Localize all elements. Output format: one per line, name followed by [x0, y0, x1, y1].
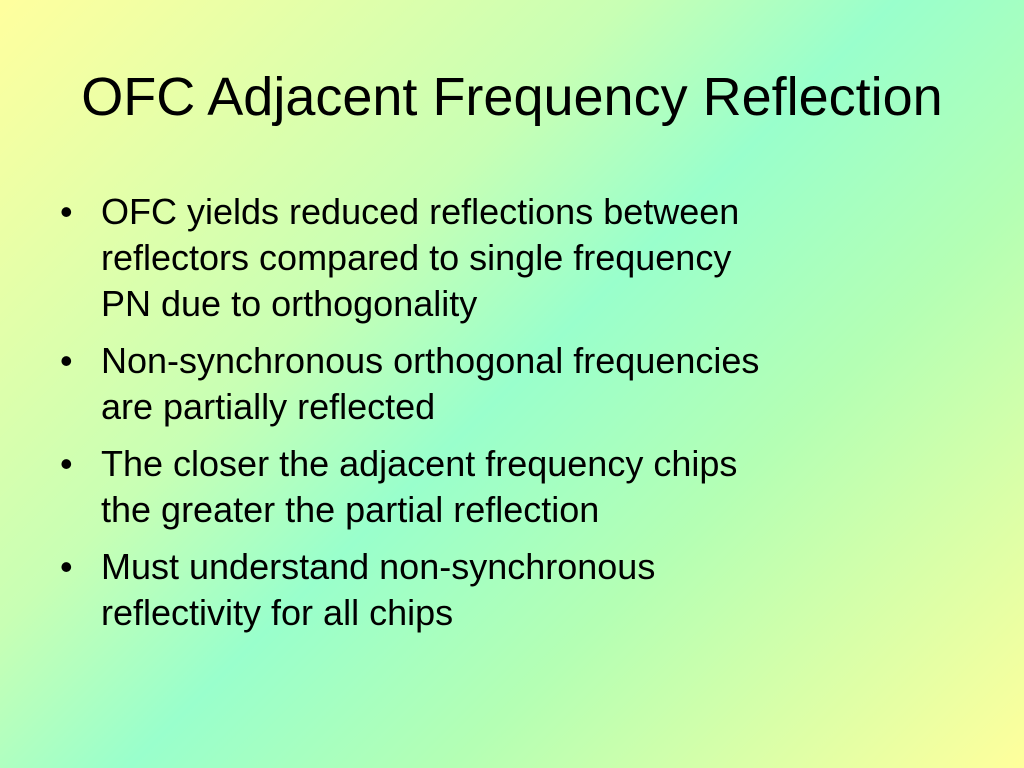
bullet-dot-icon: •: [60, 191, 73, 232]
bullet-text-line: reflectors compared to single frequency: [101, 237, 732, 278]
bullet-text-line: the greater the partial reflection: [101, 489, 600, 530]
bullet-dot-icon: •: [60, 443, 73, 484]
bullet-text-line: OFC yields reduced reflections between: [101, 191, 740, 232]
bullet-list: • OFC yields reduced reflections between…: [60, 189, 960, 647]
bullet-text-line: reflectivity for all chips: [101, 592, 454, 633]
bullet-item: • The closer the adjacent frequency chip…: [60, 441, 960, 533]
slide-title: OFC Adjacent Frequency Reflection: [81, 67, 943, 127]
bullet-dot-icon: •: [60, 546, 73, 587]
bullet-text-line: Must understand non-synchronous: [101, 546, 656, 587]
bullet-item: • Non-synchronous orthogonal frequencies…: [60, 338, 960, 430]
bullet-text-line: PN due to orthogonality: [101, 283, 478, 324]
bullet-text-line: are partially reflected: [101, 386, 436, 427]
bullet-dot-icon: •: [60, 340, 73, 381]
bullet-item: • OFC yields reduced reflections between…: [60, 189, 960, 327]
bullet-text-line: Non-synchronous orthogonal frequencies: [101, 340, 760, 381]
bullet-text-line: The closer the adjacent frequency chips: [101, 443, 738, 484]
bullet-item: • Must understand non-synchronous reflec…: [60, 544, 960, 636]
